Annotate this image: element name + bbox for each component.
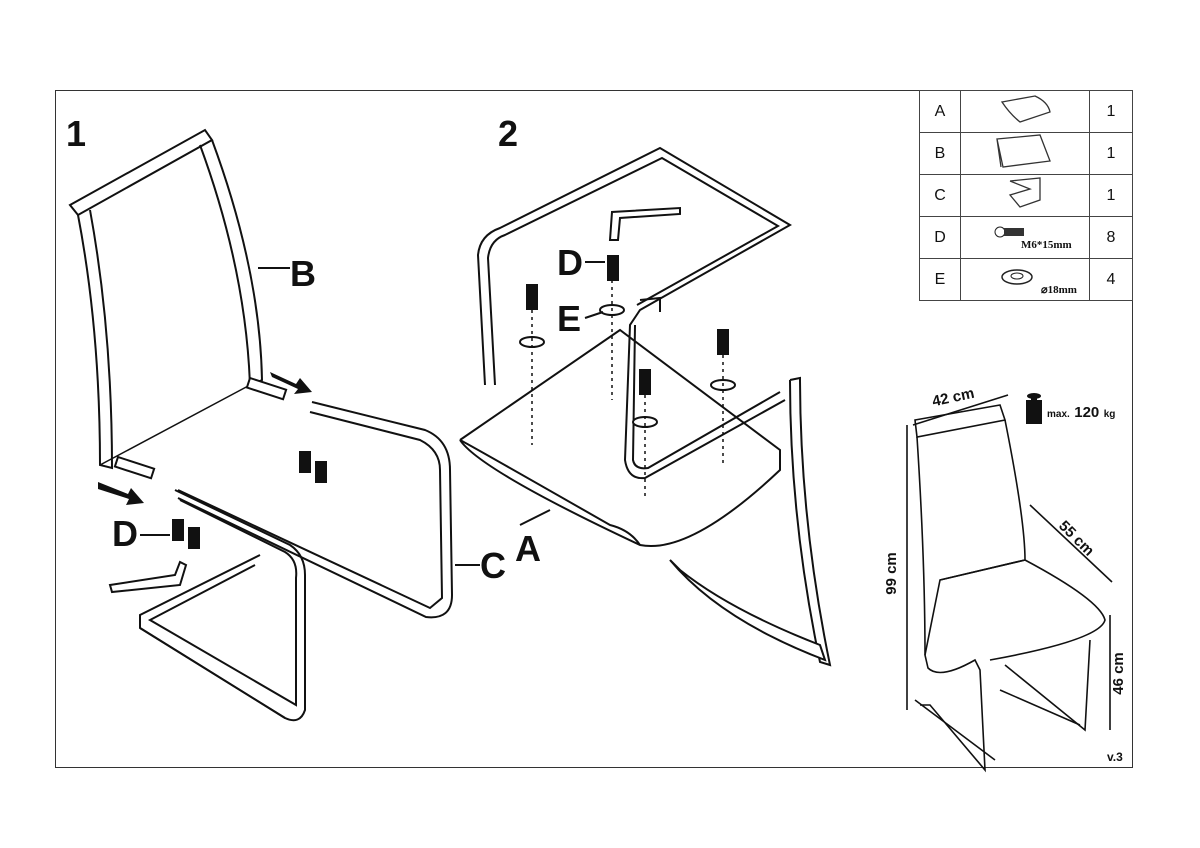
instruction-frame [55, 90, 1133, 768]
callout-e: E [557, 298, 582, 339]
callout-d-step1: D [112, 513, 138, 554]
frame-step2 [476, 146, 792, 480]
callout-b: B [290, 253, 316, 294]
part-qty: 1 [1089, 132, 1133, 175]
dimension-seat-height: 46 cm [1109, 652, 1127, 695]
max-load-prefix: max. [1047, 409, 1070, 420]
step-number-2: 2 [498, 113, 519, 154]
parts-row-e: E ⌀18mm 4 [919, 258, 1133, 301]
parts-row-b: B 1 [919, 132, 1133, 175]
callout-a: A [515, 528, 541, 569]
bolts-step1 [140, 451, 327, 549]
seat-drawing [459, 328, 832, 667]
frame-icon [960, 174, 1090, 217]
max-load-value: 120 [1074, 404, 1100, 421]
washer-spec: ⌀18mm [1041, 284, 1077, 296]
step-number-1: 1 [66, 113, 87, 154]
callout-d-step2: D [557, 242, 583, 283]
parts-row-c: C 1 [919, 174, 1133, 217]
bolt-icon: M6*15mm [960, 216, 1090, 259]
part-letter: D [919, 216, 961, 259]
callout-c: C [480, 545, 506, 586]
part-qty: 1 [1089, 174, 1133, 217]
assembly-guides [531, 280, 724, 500]
backrest-drawing [68, 128, 290, 480]
part-letter: B [919, 132, 961, 175]
part-qty: 8 [1089, 216, 1133, 259]
bolts-step2 [519, 255, 736, 428]
washer-icon: ⌀18mm [960, 258, 1090, 301]
bolt-spec: M6*15mm [1021, 239, 1072, 251]
dimension-height: 99 cm [882, 552, 900, 595]
part-qty: 4 [1089, 258, 1133, 301]
dimension-chair [914, 404, 1106, 773]
backrest-icon [960, 132, 1090, 175]
seat-icon [960, 90, 1090, 133]
parts-table: A 1 B 1 C 1 D M6*15mm 8 E ⌀18mm 4 [919, 90, 1133, 301]
parts-row-d: D M6*15mm 8 [919, 216, 1133, 259]
hex-key-step1 [108, 560, 188, 594]
part-qty: 1 [1089, 90, 1133, 133]
frame-drawing [139, 401, 480, 722]
parts-row-a: A 1 [919, 90, 1133, 133]
max-load-unit: kg [1103, 409, 1116, 420]
part-letter: E [919, 258, 961, 301]
arrows [98, 372, 312, 505]
part-letter: C [919, 174, 961, 217]
part-letter: A [919, 90, 961, 133]
hex-key-step2 [608, 206, 681, 241]
weight-icon [1026, 393, 1042, 424]
dimension-arrows [906, 394, 1113, 730]
version-label: v.3 [1107, 750, 1123, 764]
max-load: max. 120 kg [1047, 404, 1115, 422]
